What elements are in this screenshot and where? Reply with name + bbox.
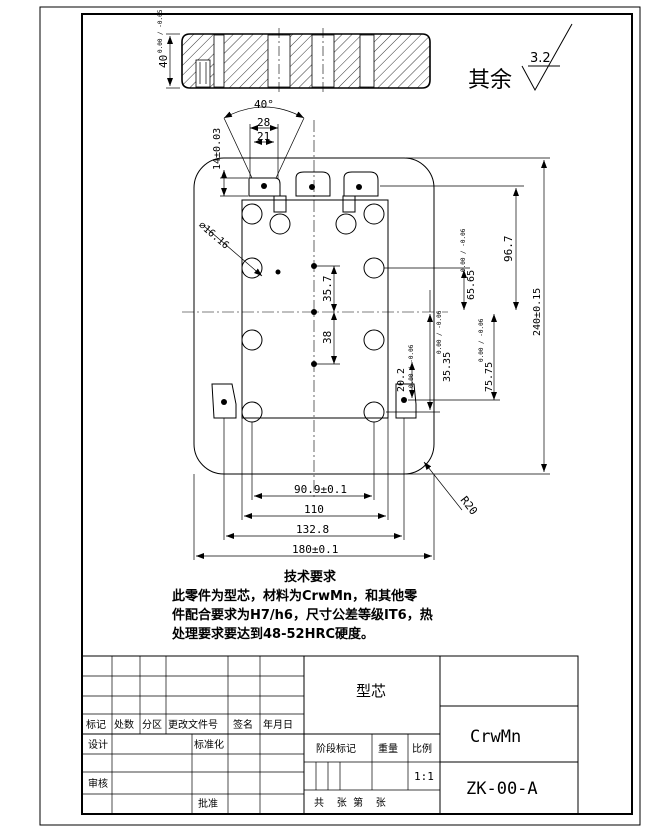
dim-20-2-tol: 0.00 / -0.06 bbox=[408, 344, 415, 388]
notes-line-3: 处理要求要达到48-52HRC硬度。 bbox=[171, 626, 374, 642]
dim-240: 240±0.15 bbox=[532, 288, 543, 336]
drawing-number: ZK-00-A bbox=[466, 779, 538, 799]
label-change-doc: 更改文件号 bbox=[168, 718, 218, 731]
label-signature: 签名 bbox=[233, 718, 253, 731]
dim-20-2: 20.2 bbox=[396, 368, 407, 392]
roughness-prefix: 其余 bbox=[468, 68, 512, 93]
thickness-tol: 0.00 / -0.05 bbox=[157, 9, 164, 53]
label-sheets: 共 张 第 张 bbox=[314, 796, 386, 809]
label-review: 审核 bbox=[88, 777, 108, 790]
notes-line-1: 此零件为型芯，材料为CrwMn，和其他零 bbox=[172, 588, 418, 604]
plan-view bbox=[182, 120, 448, 500]
dim-75-75: 75.75 bbox=[484, 362, 495, 392]
roughness-value: 3.2 bbox=[530, 51, 551, 66]
dimensions: 40° 28 21 14±0.03 ⌀16.16 35.7 38 90.9±0.… bbox=[193, 98, 550, 560]
top-section-view: 40 0.00 / -0.05 bbox=[157, 9, 431, 95]
label-zone: 分区 bbox=[142, 719, 162, 731]
dim-35-7: 35.7 bbox=[321, 276, 334, 303]
material: CrwMn bbox=[470, 727, 521, 747]
dim-diameter: ⌀16.16 bbox=[196, 220, 231, 252]
technical-notes: 技术要求 此零件为型芯，材料为CrwMn，和其他零 件配合要求为H7/h6，尺寸… bbox=[171, 569, 433, 642]
label-weight: 重量 bbox=[378, 742, 398, 755]
dim-14: 14±0.03 bbox=[212, 128, 223, 170]
dim-90-9: 90.9±0.1 bbox=[294, 483, 347, 496]
roughness-symbol: 其余 3.2 bbox=[468, 23, 573, 93]
label-count: 处数 bbox=[114, 718, 134, 731]
dim-35-35-tol: 0.00 / -0.06 bbox=[436, 310, 443, 354]
dim-180: 180±0.1 bbox=[292, 543, 338, 556]
label-marker: 标记 bbox=[86, 719, 106, 731]
notes-line-2: 件配合要求为H7/h6，尺寸公差等级IT6，热 bbox=[172, 607, 433, 623]
dim-110: 110 bbox=[304, 503, 324, 516]
notes-heading: 技术要求 bbox=[284, 569, 337, 585]
part-name: 型芯 bbox=[356, 682, 386, 700]
label-design: 设计 bbox=[88, 738, 108, 751]
label-stage-mark: 阶段标记 bbox=[316, 742, 356, 755]
dim-96-7: 96.7 bbox=[502, 236, 515, 263]
thickness-dim: 40 bbox=[157, 55, 170, 68]
label-approve: 批准 bbox=[198, 797, 218, 810]
dim-r20: R20 bbox=[458, 494, 480, 518]
dim-65-65-tol: 0.00 / -0.06 bbox=[460, 228, 467, 272]
dim-21: 21 bbox=[257, 130, 270, 143]
dim-65-65: 65.65 bbox=[466, 270, 477, 300]
label-date: 年月日 bbox=[263, 718, 293, 731]
dim-75-75-tol: 0.00 / -0.06 bbox=[478, 318, 485, 362]
dim-38: 38 bbox=[321, 331, 334, 344]
scale-value: 1:1 bbox=[414, 770, 434, 783]
dim-132-8: 132.8 bbox=[296, 523, 329, 536]
dim-35-35: 35.35 bbox=[442, 352, 453, 382]
dim-28: 28 bbox=[257, 116, 270, 129]
title-block: 标记 处数 分区 更改文件号 签名 年月日 设计 标准化 审核 批准 阶段标记 … bbox=[81, 655, 579, 815]
outer-frame bbox=[39, 6, 641, 826]
label-scale: 比例 bbox=[412, 742, 432, 755]
dim-angle: 40° bbox=[254, 98, 274, 111]
label-standardization: 标准化 bbox=[194, 738, 224, 751]
